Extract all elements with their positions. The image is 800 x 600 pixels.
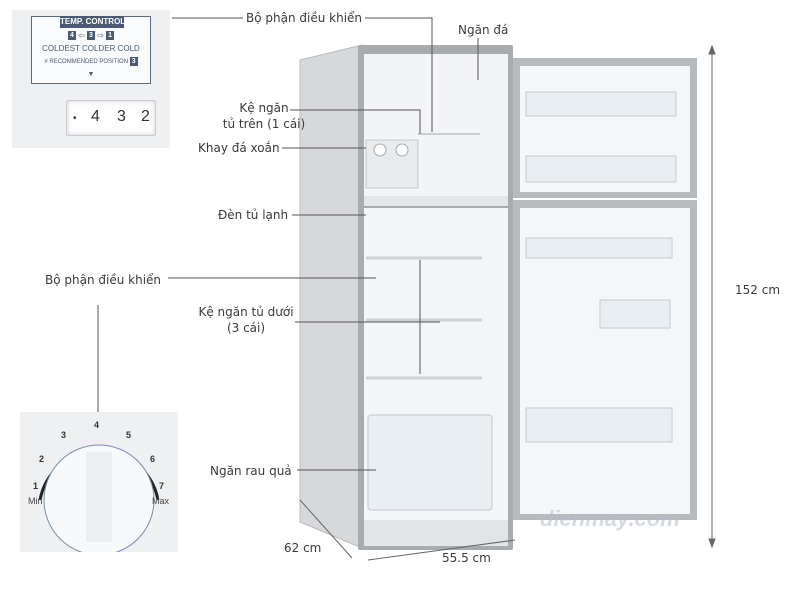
label-light: Đèn tủ lạnh <box>218 208 289 222</box>
knob-number-1: 1 <box>33 481 39 491</box>
label-upper-shelf-line2: tủ trên (1 cái) <box>222 117 306 131</box>
dial-number-2: 2 <box>141 108 150 125</box>
knob-min-label: Min <box>28 496 43 506</box>
dial-number-4: 4 <box>91 108 100 125</box>
pointer-triangle-icon: ▼ <box>87 71 95 78</box>
dimension-depth: 62 cm <box>284 541 322 555</box>
watermark: dienmay.com <box>540 506 680 531</box>
knob-number-5: 5 <box>126 430 132 440</box>
dial-dot: • <box>73 113 77 124</box>
knob-number-3: 3 <box>61 430 67 440</box>
label-lower-shelf: Kệ ngăn tủ dưới (3 cái) <box>196 304 296 336</box>
word-cold: COLD <box>117 44 140 53</box>
knob-number-7: 7 <box>159 481 165 491</box>
thermostat-knob-icon <box>38 444 160 552</box>
label-ice-tray: Khay đá xoắn <box>198 141 280 155</box>
recommended-row: # RECOMMENDED POSITION 3 <box>32 57 150 67</box>
dimension-height: 152 cm <box>735 283 781 297</box>
knob-max-label: Max <box>152 496 170 506</box>
temp-control-label-plate: TEMP. CONTROL 4 ⇦ 3 ⇨ 1 COLDEST COLDER C… <box>31 16 151 84</box>
setting-1: 1 <box>106 31 115 41</box>
label-lower-shelf-line2: (3 cái) <box>226 321 266 335</box>
word-coldest: COLDEST <box>42 44 80 53</box>
knob-number-2: 2 <box>39 454 45 464</box>
label-freezer: Ngăn đá <box>458 23 509 37</box>
setting-3: 3 <box>87 31 95 41</box>
knob-number-4: 4 <box>94 420 100 430</box>
temp-settings-row: 4 ⇦ 3 ⇨ 1 <box>67 31 115 41</box>
label-control-top: Bộ phận điều khiển <box>246 11 363 25</box>
recommended-value: 3 <box>129 57 138 66</box>
knob-number-6: 6 <box>150 454 156 464</box>
knob-inset: 1 2 3 4 5 6 7 Min Max <box>20 412 178 552</box>
dial-number-3: 3 <box>117 108 126 125</box>
temp-dial-window[interactable]: • 4 3 2 <box>66 100 156 136</box>
setting-4: 4 <box>67 31 76 41</box>
temp-control-title: TEMP. CONTROL <box>60 16 126 28</box>
temp-control-inset: TEMP. CONTROL 4 ⇦ 3 ⇨ 1 COLDEST COLDER C… <box>12 10 170 148</box>
recommended-text: # RECOMMENDED POSITION <box>44 59 129 66</box>
label-upper-shelf: Kệ ngăn tủ trên (1 cái) <box>222 100 306 132</box>
label-lower-shelf-line1: Kệ ngăn tủ dưới <box>198 305 294 319</box>
label-control-bottom: Bộ phận điều khiển <box>45 273 162 287</box>
label-crisper: Ngăn rau quả <box>210 464 292 478</box>
label-upper-shelf-line1: Kệ ngăn <box>239 101 289 115</box>
temp-words-row: COLDEST COLDER COLD <box>32 44 150 54</box>
dimension-width: 55.5 cm <box>442 551 491 565</box>
word-colder: COLDER <box>82 44 116 53</box>
